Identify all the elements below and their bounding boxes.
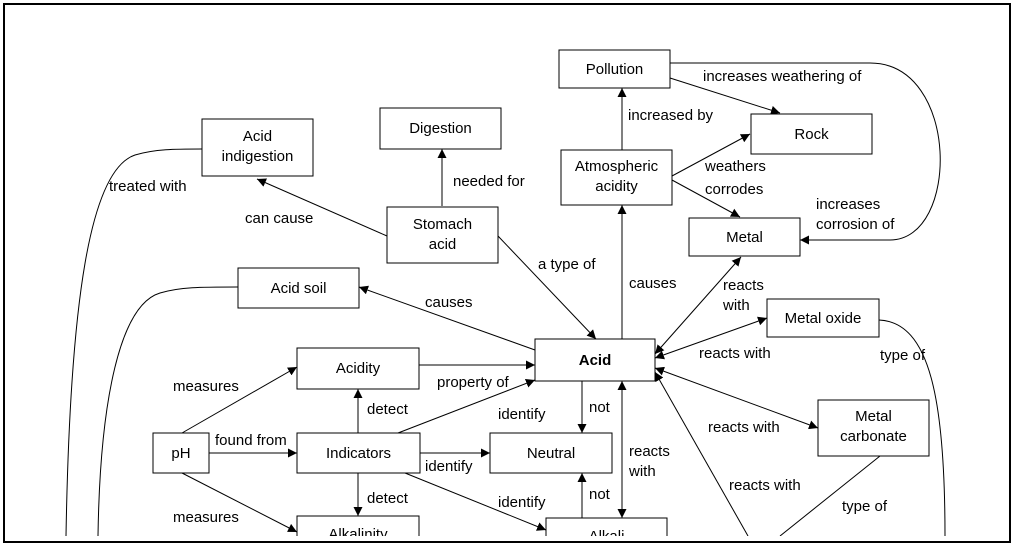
svg-text:Atmospheric: Atmospheric (575, 158, 659, 175)
node-indicators: Indicators (296, 432, 421, 474)
node-acidity: Acidity (296, 347, 420, 390)
label-reacts-with-lower: reacts with (729, 477, 801, 494)
label-identify-neutral: identify (425, 458, 473, 475)
label-identify-acid: identify (498, 406, 546, 423)
svg-text:Neutral: Neutral (527, 445, 575, 462)
label-reacts-with-carbonate: reacts with (708, 419, 780, 436)
label-causes-atmos: causes (629, 275, 677, 292)
edge-acid-carbonate (654, 366, 819, 430)
svg-text:Acid: Acid (579, 352, 612, 369)
edge-acid-oxide (654, 316, 768, 360)
svg-text:Pollution: Pollution (586, 61, 644, 78)
node-acid: Acid (534, 338, 656, 382)
label-reacts-alkali: reacts (629, 443, 670, 460)
node-neutral: Neutral (489, 432, 613, 474)
edge-labels: increases weathering of increased by wea… (109, 68, 926, 526)
edge-lower-acid (654, 371, 749, 536)
edge-acid-soil (358, 285, 536, 351)
svg-text:Stomach: Stomach (413, 216, 472, 233)
label-increases-weathering-of: increases weathering of (703, 68, 862, 85)
node-acid-soil: Acid soil (237, 267, 360, 309)
edge-indigestion-treated (65, 148, 203, 536)
svg-text:Indicators: Indicators (326, 445, 391, 462)
edge-stomach-indigestion (256, 178, 388, 237)
label-identify-alkali: identify (498, 494, 546, 511)
node-metal-oxide: Metal oxide (766, 298, 880, 338)
node-acid-indigestion: Acid indigestion (201, 118, 314, 177)
edge-ph-acidity (181, 366, 298, 434)
node-metal: Metal (688, 217, 801, 257)
edge-atmospheric-rock (671, 133, 751, 177)
label-increases: increases (816, 196, 880, 213)
svg-text:Metal oxide: Metal oxide (785, 310, 862, 327)
label-weathers: weathers (704, 158, 766, 175)
svg-text:Alkali: Alkali (589, 528, 625, 536)
edge-oxide-typeof (878, 319, 946, 536)
node-metal-carbonate: Metal carbonate (817, 399, 930, 457)
label-not-bottom: not (589, 486, 611, 503)
edges (65, 62, 946, 536)
label-detect-top: detect (367, 401, 409, 418)
node-alkali: Alkali (545, 517, 668, 536)
label-increased-by: increased by (628, 107, 714, 124)
label-a-type-of: a type of (538, 256, 596, 273)
node-pollution: Pollution (558, 49, 671, 89)
edge-pollution-rock (669, 77, 781, 115)
label-treated-with: treated with (109, 178, 187, 195)
svg-text:carbonate: carbonate (840, 428, 907, 445)
edge-atmospheric-metal (671, 179, 741, 218)
svg-text:Acid soil: Acid soil (271, 280, 327, 297)
label-needed-for: needed for (453, 173, 525, 190)
label-corrosion-of: corrosion of (816, 216, 895, 233)
svg-text:pH: pH (171, 445, 190, 462)
node-stomach-acid: Stomach acid (386, 206, 499, 264)
label-detect-bottom: detect (367, 490, 409, 507)
node-digestion: Digestion (379, 107, 502, 150)
label-not-top: not (589, 399, 611, 416)
svg-text:Rock: Rock (794, 126, 829, 143)
label-measures-bottom: measures (173, 509, 239, 526)
edge-carbonate-typeof (779, 455, 881, 536)
label-type-of-carbonate: type of (842, 498, 888, 515)
svg-text:Metal: Metal (726, 229, 763, 246)
svg-text:acid: acid (429, 236, 457, 253)
label-type-of-oxide: type of (880, 347, 926, 364)
svg-text:Acidity: Acidity (336, 360, 381, 377)
label-reacts: reacts (723, 277, 764, 294)
edge-pollution-metal (670, 62, 941, 245)
label-property-of: property of (437, 374, 510, 391)
edge-indicators-alkali (404, 472, 547, 531)
label-reacts-with-oxide: reacts with (699, 345, 771, 362)
node-alkalinity: Alkalinity (296, 515, 420, 536)
svg-text:Digestion: Digestion (409, 120, 472, 137)
label-with: with (722, 297, 750, 314)
node-rock: Rock (750, 113, 873, 155)
edge-stomach-acid (497, 235, 597, 340)
svg-text:acidity: acidity (595, 178, 638, 195)
label-can-cause: can cause (245, 210, 313, 227)
svg-text:Alkalinity: Alkalinity (328, 526, 388, 536)
label-found-from: found from (215, 432, 287, 449)
edge-soil-left (97, 286, 239, 536)
node-atmospheric-acidity: Atmospheric acidity (560, 149, 673, 206)
label-with-alkali: with (628, 463, 656, 480)
svg-text:Metal: Metal (855, 408, 892, 425)
label-corrodes: corrodes (705, 181, 763, 198)
edge-ph-alkalinity (181, 472, 298, 533)
label-causes-soil: causes (425, 294, 473, 311)
node-ph: pH (152, 432, 210, 474)
svg-text:indigestion: indigestion (222, 148, 294, 165)
svg-text:Acid: Acid (243, 128, 272, 145)
label-measures-top: measures (173, 378, 239, 395)
edge-indicators-acid (397, 379, 536, 434)
